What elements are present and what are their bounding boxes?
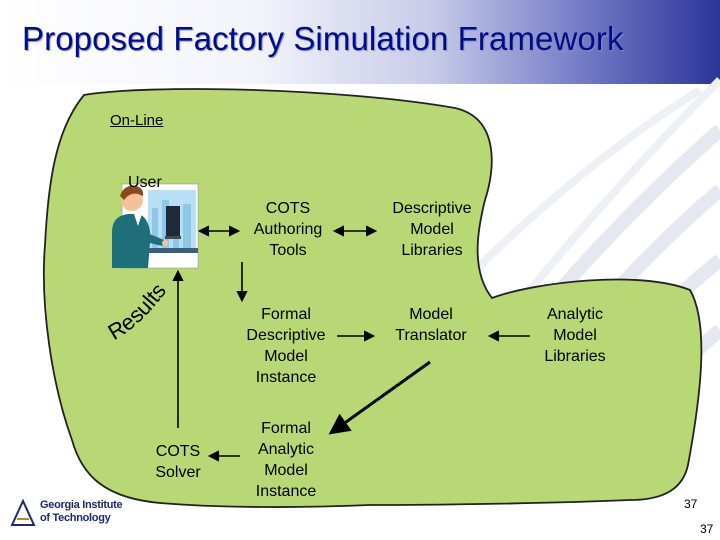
online-region [42, 88, 703, 508]
node-line: Model [409, 306, 453, 323]
node-line: COTS [155, 443, 201, 460]
slide-title: Proposed Factory Simulation Framework [22, 20, 624, 57]
node-model-translator: Model Translator [376, 304, 486, 346]
user-clipart [112, 183, 199, 269]
node-line: Authoring [253, 221, 323, 238]
node-formal-descriptive-model-instance: Formal Descriptive Model Instance [228, 304, 344, 388]
node-line: Libraries [401, 242, 463, 259]
node-line: Libraries [544, 348, 606, 365]
logo-icon [10, 499, 36, 526]
node-line: Descriptive [246, 327, 326, 344]
node-line: Model [264, 462, 308, 479]
arrow-translator-to-formal-analytic [328, 360, 431, 435]
node-cots-authoring-tools: COTS Authoring Tools [238, 198, 338, 261]
node-formal-analytic-model-instance: Formal Analytic Model Instance [236, 418, 336, 502]
page-number-inner: 37 [684, 497, 698, 511]
node-line: Model [553, 327, 597, 344]
results-label-curve: Results [104, 278, 171, 344]
node-line: Tools [269, 242, 307, 259]
page-number-outer: 37 [700, 522, 714, 536]
node-line: Formal [261, 420, 311, 437]
online-label: On-Line [110, 112, 164, 129]
georgia-tech-logo: Georgia Institute of Technology [10, 497, 123, 529]
node-line: Model [264, 348, 308, 365]
user-label: User [128, 174, 162, 191]
title-bar [0, 0, 720, 84]
node-cots-solver: COTS Solver [138, 441, 218, 483]
node-analytic-model-libraries: Analytic Model Libraries [522, 304, 628, 367]
logo-line2: of Technology [40, 512, 111, 524]
logo-line1: Georgia Institute [40, 499, 123, 511]
results-label: Results [104, 278, 171, 344]
node-line: Analytic [546, 306, 604, 323]
node-line: Instance [255, 369, 317, 386]
node-line: Solver [155, 464, 201, 481]
node-line: Model [410, 221, 454, 238]
node-line: COTS [265, 200, 311, 217]
node-line: Descriptive [392, 200, 472, 217]
node-line: Translator [395, 327, 467, 344]
node-line: Instance [255, 483, 317, 500]
node-line: Analytic [257, 441, 315, 458]
node-descriptive-model-libraries: Descriptive Model Libraries [372, 198, 492, 261]
node-line: Formal [261, 306, 311, 323]
